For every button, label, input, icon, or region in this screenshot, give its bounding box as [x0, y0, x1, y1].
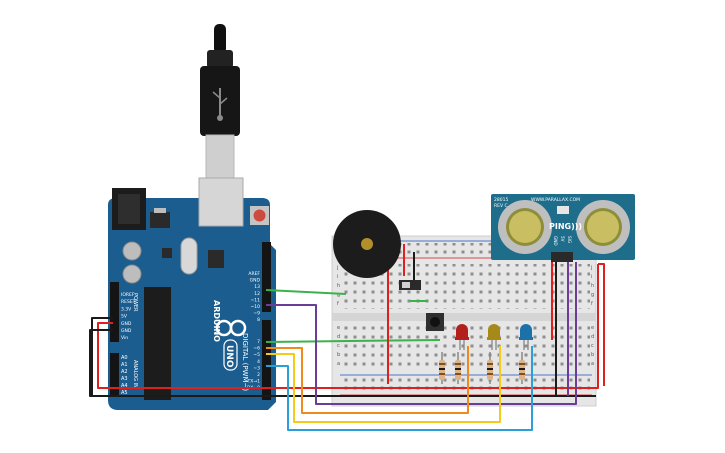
- piezo-buzzer[interactable]: [333, 210, 401, 278]
- row-letter: f: [591, 301, 593, 307]
- row-letter: c: [337, 343, 340, 349]
- power-header-label: POWER: [132, 293, 138, 312]
- sensor-name-text: PING))): [549, 222, 582, 231]
- wire-pin5-yellow[interactable]: [266, 346, 501, 423]
- digital-pin-label: ~10: [251, 304, 261, 310]
- push-button[interactable]: [426, 313, 444, 331]
- wire-5v-red[interactable]: [97, 264, 599, 389]
- row-letter: i: [337, 274, 338, 280]
- arduino-logo-icon: [215, 319, 247, 337]
- resistors: [439, 352, 525, 384]
- wire-gnd-black[interactable]: [89, 329, 590, 397]
- digital-pin-label: ~11: [251, 297, 261, 303]
- sensor-pin-label: GND: [553, 236, 558, 246]
- arduino-brand-text: ARDUINO: [212, 300, 221, 342]
- digital-pin-label: ~3: [253, 365, 260, 371]
- sensor-site-text: WWW.PARALLAX.COM: [531, 197, 580, 203]
- digital-pin-label: TX→1: [247, 379, 261, 385]
- sensor-code-text: 28015: [494, 197, 508, 203]
- sensor-transducer-right: [576, 200, 630, 254]
- power-pin-label: Vin: [121, 335, 128, 341]
- slide-switch[interactable]: [399, 280, 421, 290]
- row-letter: e: [591, 325, 594, 331]
- power-pin-label: 3.3V: [121, 306, 132, 312]
- ping-ultrasonic-sensor[interactable]: WWW.PARALLAX.COM 28015 REV C PING))) GND…: [491, 194, 635, 262]
- row-letter: i: [591, 274, 592, 280]
- analog-pin-label: A4: [121, 383, 128, 389]
- row-letter: f: [337, 301, 339, 307]
- digital-pin-label: ~6: [253, 346, 260, 352]
- digital-header-label: DIGITAL (PWM~): [241, 333, 249, 391]
- row-letter: h: [337, 283, 340, 289]
- row-letter: h: [591, 283, 594, 289]
- sensor-transducer-left: [498, 200, 552, 254]
- row-letter: a: [591, 361, 594, 367]
- row-letter: j: [336, 265, 338, 271]
- arduino-model-badge: UNO: [223, 339, 238, 371]
- leds: [455, 324, 533, 350]
- power-pin-label: IOREF: [121, 292, 135, 298]
- row-letter: g: [591, 292, 594, 298]
- digital-pin-label: 2: [257, 372, 260, 378]
- arduino-model-text: UNO: [224, 345, 234, 368]
- analog-header-label: ANALOG IN: [132, 360, 138, 388]
- power-pin-label: RESET: [121, 299, 136, 305]
- row-letter: a: [337, 361, 340, 367]
- row-letter: e: [337, 325, 340, 331]
- usb-cable: [200, 24, 240, 191]
- wire-gnd-black-2[interactable]: [91, 317, 113, 396]
- row-letter: d: [337, 334, 340, 340]
- resistor-1[interactable]: [439, 352, 445, 384]
- led-yellow[interactable]: [487, 324, 501, 350]
- row-letter: j: [590, 265, 592, 271]
- row-letter: b: [591, 352, 594, 358]
- wire-pin6-orange[interactable]: [266, 346, 469, 414]
- digital-pin-label: ~5: [253, 352, 260, 358]
- digital-pin-label: 7: [257, 339, 260, 345]
- row-letter: g: [337, 292, 340, 298]
- digital-pin-label: 4: [257, 359, 260, 365]
- wires: [89, 244, 605, 431]
- row-letter: b: [337, 352, 340, 358]
- digital-pin-label: ~9: [253, 311, 260, 317]
- analog-pin-label: A5: [121, 390, 128, 396]
- wire-sensor-5v-red[interactable]: [598, 263, 605, 386]
- power-pin-label: GND: [121, 321, 132, 327]
- digital-pin-label: GND: [250, 278, 261, 284]
- analog-pin-label: A2: [121, 369, 128, 375]
- digital-pin-label: 13: [254, 284, 260, 290]
- wire-pin3-blue[interactable]: [266, 346, 533, 431]
- analog-pin-label: A3: [121, 376, 128, 382]
- row-letter: d: [591, 334, 594, 340]
- digital-pin-label: 8: [257, 317, 260, 323]
- power-pin-label: GND: [121, 328, 132, 334]
- arduino-uno-board[interactable]: ARDUINO UNO DIGITAL (PWM~) POWER ANALOG …: [108, 177, 276, 410]
- wire-pin13-green[interactable]: [265, 289, 347, 295]
- resistor-3[interactable]: [487, 352, 493, 384]
- analog-pin-label: A0: [121, 355, 128, 361]
- power-pin-label: 5V: [121, 314, 128, 320]
- digital-pin-label: AREF: [248, 271, 260, 277]
- usb-icon: [212, 88, 228, 121]
- led-red[interactable]: [455, 324, 469, 350]
- sensor-rev-text: REV C: [494, 203, 508, 209]
- sensor-pin-label: 5V: [560, 236, 565, 242]
- wire-pin7-green[interactable]: [265, 339, 441, 343]
- resistor-2[interactable]: [455, 352, 461, 384]
- digital-pin-label: 12: [254, 291, 260, 297]
- sensor-pin-label: SIG: [567, 236, 572, 243]
- wire-pin11-purple[interactable]: [266, 262, 577, 405]
- analog-pin-label: A1: [121, 362, 128, 368]
- resistor-4[interactable]: [519, 352, 525, 384]
- row-letter: c: [591, 343, 594, 349]
- led-blue[interactable]: [519, 324, 533, 350]
